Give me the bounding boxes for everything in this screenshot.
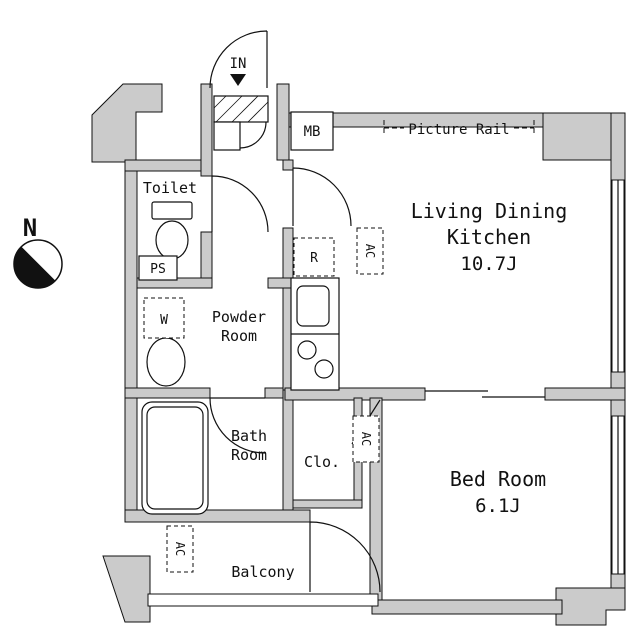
- wall-bottom-right-block: [555, 587, 626, 626]
- entrance-step: [213, 95, 269, 151]
- entrance-door-arc: [209, 30, 268, 89]
- toilet-door-arc: [211, 175, 269, 233]
- wall-balcony-diagonal: [102, 555, 151, 623]
- wall-kitchen-stub: [282, 159, 294, 171]
- toilet-bowl: [155, 220, 189, 260]
- wall-closet-bottom: [292, 499, 363, 509]
- hatch-line: [247, 101, 269, 123]
- picture-rail-label: Picture Rail: [408, 122, 509, 138]
- refrigerator-label: R: [310, 251, 318, 266]
- hatch-line: [215, 95, 243, 123]
- meter-box-label: MB: [304, 124, 321, 140]
- ac-box-ldk: [356, 227, 384, 275]
- ldk-door-arc: [292, 167, 352, 227]
- powder-room-label-line1: Powder: [212, 308, 266, 326]
- wall-powder-bath-left: [124, 387, 211, 399]
- refrigerator-box: [293, 237, 335, 277]
- powder-room-label-line2: Room: [221, 327, 257, 345]
- wall-entrance-right: [276, 83, 290, 161]
- picture-rail: Picture Rail: [383, 120, 535, 138]
- wall-bedroom-bottom: [371, 599, 563, 615]
- picture-rail-dashes: [383, 120, 535, 136]
- ac-box-bedroom: [352, 415, 380, 463]
- ldk-label-line1: Living Dining: [411, 199, 568, 223]
- closet-label: Clo.: [304, 453, 340, 471]
- compass-needle: [13, 247, 55, 289]
- toilet-label: Toilet: [143, 179, 197, 197]
- fixtures: [141, 201, 340, 515]
- ac-box-balcony: [166, 525, 194, 573]
- wall-ldk-bed-right: [544, 387, 626, 401]
- toilet-tank: [151, 201, 193, 220]
- entrance-hatch-box: [213, 95, 269, 123]
- washer-box: [143, 297, 185, 339]
- compass-chord: [20, 246, 56, 282]
- doors: [209, 30, 545, 593]
- wall-toilet-top: [124, 159, 213, 172]
- bath-room-label-line1: Bath: [231, 427, 267, 445]
- north-label: N: [23, 214, 37, 242]
- pipe-space-box: [138, 255, 178, 281]
- wall-toilet-door-stub: [200, 231, 213, 279]
- kitchen-sink: [296, 285, 330, 327]
- interior-walls: [124, 159, 626, 601]
- bedroom-label: Bed Room: [450, 467, 546, 491]
- washer-label: W: [160, 313, 168, 328]
- washbasin: [146, 337, 186, 387]
- wall-left: [124, 159, 138, 523]
- balcony-door-arc: [309, 521, 381, 593]
- pipe-space-label: PS: [150, 262, 166, 277]
- wall-entrance-left: [200, 83, 213, 177]
- windows: [147, 179, 625, 607]
- stove-burner: [314, 359, 334, 379]
- ldk-label-line2: Kitchen: [447, 225, 531, 249]
- ac-label-ldk: AC: [363, 244, 377, 258]
- compass: N: [13, 214, 63, 289]
- entrance-arrow-icon: [230, 74, 246, 86]
- balcony-label: Balcony: [231, 563, 294, 581]
- hatch-line: [213, 95, 227, 109]
- balcony-railing: [147, 593, 379, 607]
- bath-room-label-line2: Room: [231, 446, 267, 464]
- bath-door-arc: [209, 397, 266, 454]
- bedroom-size-label: 6.1J: [475, 495, 521, 517]
- ac-label-balcony: AC: [173, 542, 187, 556]
- bathtub-inner: [146, 406, 204, 510]
- ldk-size-label: 10.7J: [460, 253, 517, 275]
- interior-door-arc: [239, 121, 267, 149]
- room-labels: Living Dining Kitchen 10.7J Bed Room 6.1…: [143, 179, 567, 581]
- hatch-line: [231, 95, 259, 123]
- stove-burner: [297, 340, 317, 360]
- ac-label-bedroom: AC: [359, 432, 373, 446]
- wall-hall-powder-right: [267, 277, 294, 289]
- wall-top-left-chamfer: [91, 83, 163, 163]
- shoe-box: [213, 121, 241, 151]
- entrance-label: IN: [230, 56, 247, 72]
- labeled-boxes: MB PS W R AC AC AC: [138, 111, 384, 573]
- meter-box: [290, 111, 334, 151]
- entrance-marker: IN: [230, 56, 247, 86]
- wall-closet-left: [282, 389, 294, 511]
- sliding-door: [425, 390, 545, 398]
